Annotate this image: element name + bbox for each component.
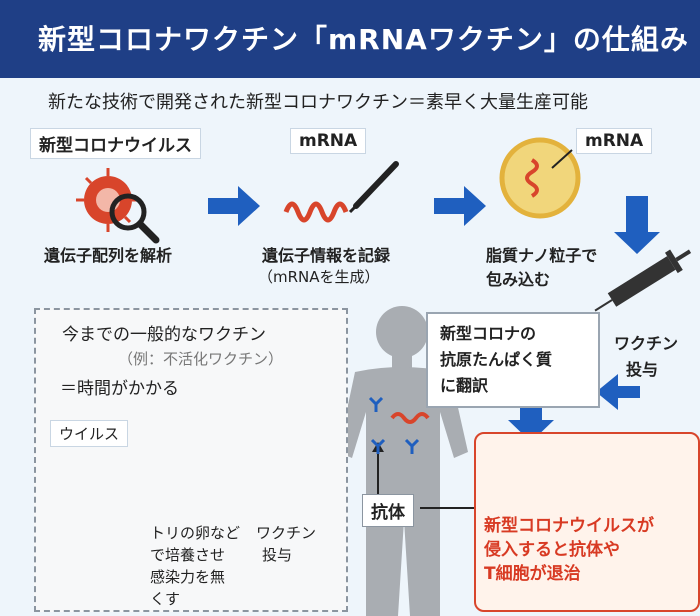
result-line-3: T細胞が退治 xyxy=(484,564,581,584)
traditional-vaccine-caption-1: ワクチン xyxy=(256,524,317,542)
egg-caption-3: 感染力を無 xyxy=(150,568,226,586)
result-line-2: 侵入すると抗体や xyxy=(484,540,620,560)
egg-caption-2: で培養させ xyxy=(150,546,226,564)
page-title: 新型コロナワクチン「mRNAワクチン」の仕組み xyxy=(38,23,689,56)
traditional-heading: 今までの一般的なワクチン xyxy=(62,325,266,345)
body-mrna-icon xyxy=(390,412,430,424)
mrna-strand-icon xyxy=(283,161,399,223)
mrna-step-label: mRNA xyxy=(290,128,367,154)
lnp-step-label: mRNA xyxy=(576,128,653,154)
virus-step-label: 新型コロナウイルス xyxy=(30,128,201,159)
traditional-vaccine-box xyxy=(34,308,348,612)
callout-line-1: 新型コロナの xyxy=(440,324,537,343)
traditional-vaccine-caption-2: 投与 xyxy=(262,546,293,564)
human-body-illustration xyxy=(338,306,468,616)
result-box xyxy=(474,432,700,612)
flow-arrows xyxy=(208,186,660,442)
lnp-step-caption-1: 脂質ナノ粒子で xyxy=(486,246,598,265)
mrna-step-caption-2: （mRNAを生成） xyxy=(258,268,380,286)
vaccine-step-caption-1: ワクチン xyxy=(614,334,679,353)
mrna-step-caption-1: 遺伝子情報を記録 xyxy=(262,246,391,265)
traditional-virus-label: ウイルス xyxy=(50,420,129,447)
egg-caption-4: くす xyxy=(150,590,181,608)
syringe-icon xyxy=(594,249,692,312)
egg-caption-1: トリの卵など xyxy=(150,524,241,542)
traditional-note: ＝時間がかかる xyxy=(60,379,179,399)
lnp-step-caption-2: 包み込む xyxy=(486,270,551,289)
callout-line-3: に翻訳 xyxy=(440,376,489,395)
title-bar xyxy=(0,0,700,78)
vaccine-step-caption-2: 投与 xyxy=(626,360,659,379)
virus-magnifier-icon xyxy=(76,168,160,244)
page-subtitle: 新たな技術で開発された新型コロナワクチン＝素早く大量生産可能 xyxy=(48,92,588,113)
lipid-nanoparticle-icon xyxy=(499,137,581,219)
virus-step-caption: 遺伝子配列を解析 xyxy=(44,246,173,265)
traditional-example: （例：不活化ワクチン） xyxy=(118,350,284,368)
result-line-1: 新型コロナウイルスが xyxy=(484,516,654,536)
body-antibody-icons xyxy=(368,396,420,454)
result-text: 新型コロナウイルスが 侵入すると抗体や T細胞が退治 xyxy=(484,514,654,586)
callout-line-2: 抗原たんぱく質 xyxy=(440,350,553,369)
antibody-label: 抗体 xyxy=(362,494,414,527)
translation-callout xyxy=(426,312,600,408)
